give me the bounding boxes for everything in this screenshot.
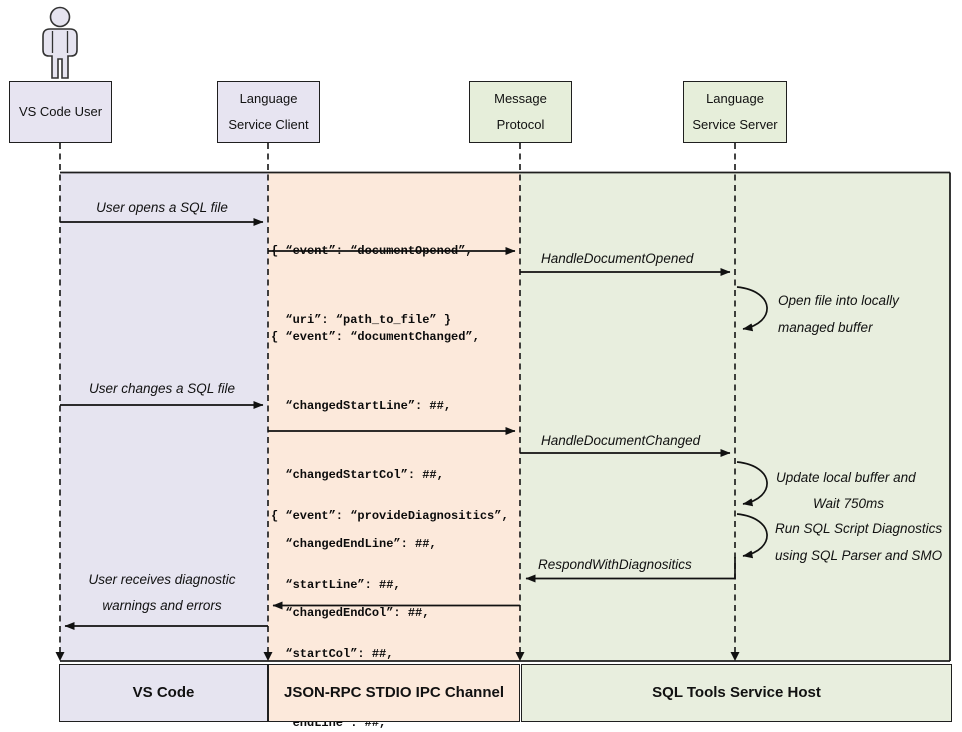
label-handle-document-opened: HandleDocumentOpened	[541, 251, 694, 266]
payload-line: “changedEndCol”: ##,	[271, 606, 430, 620]
actor-box-message-protocol: Message Protocol	[469, 81, 572, 143]
actor-box-language-service-server: Language Service Server	[683, 81, 787, 143]
payload-line: { “event”: “documentOpened”,	[271, 244, 473, 258]
note-open-file-2: managed buffer	[778, 320, 873, 335]
lane-sql-tools-host	[520, 172, 950, 661]
actor-label: Language	[706, 91, 764, 106]
actor-box-vs-code-user: VS Code User	[9, 81, 112, 143]
system-label: SQL Tools Service Host	[652, 684, 821, 701]
system-box-sql-tools-host: SQL Tools Service Host	[521, 664, 952, 722]
user-person-icon	[42, 6, 78, 79]
payload-line: “changedStartCol”: ##,	[271, 468, 444, 482]
note-open-file-1: Open file into locally	[778, 293, 899, 308]
note-run-diagnostics-1: Run SQL Script Diagnostics	[775, 521, 943, 536]
label-user-opens: User opens a SQL file	[96, 200, 228, 215]
actor-label: Service Client	[228, 117, 309, 132]
system-label: VS Code	[132, 684, 195, 701]
note-run-diagnostics-2: using SQL Parser and SMO	[775, 548, 943, 563]
system-box-json-rpc-channel: JSON-RPC STDIO IPC Channel	[268, 664, 520, 722]
system-box-vs-code: VS Code	[59, 664, 268, 722]
actor-box-language-service-client: Language Service Client	[217, 81, 320, 143]
payload-document-opened: { “event”: “documentOpened”, “uri”: “pat…	[271, 194, 473, 378]
note-update-buffer-1: Update local buffer and	[776, 470, 916, 485]
actor-label: VS Code User	[18, 104, 103, 119]
actor-label: Message	[494, 91, 547, 106]
label-user-changes: User changes a SQL file	[88, 381, 236, 396]
label-user-receives-1: User receives diagnostic	[88, 572, 236, 587]
lane-vscode	[60, 172, 268, 661]
payload-line: “startLine”: ##,	[271, 578, 401, 592]
payload-line: “uri”: “path_to_file” }	[271, 313, 452, 327]
actor-label: Language	[239, 91, 298, 106]
payload-line: { “event”: “provideDiagnositics”,	[271, 509, 509, 523]
actor-label: Service Server	[692, 117, 778, 132]
payload-line: { “event”: “documentChanged”,	[271, 330, 480, 344]
payload-line: “startCol”: ##,	[271, 647, 394, 661]
note-update-buffer-2: Wait 750ms	[813, 496, 885, 511]
payload-line: “changedStartLine”: ##,	[271, 399, 452, 413]
label-handle-document-changed: HandleDocumentChanged	[541, 433, 701, 448]
payload-provide-diagnositics: { “event”: “provideDiagnositics”, “start…	[271, 459, 509, 732]
actor-label: Protocol	[496, 117, 545, 132]
payload-line: “changedEndLine”: ##,	[271, 537, 437, 551]
label-respond-with-diagnositics: RespondWithDiagnositics	[538, 557, 692, 572]
system-label: JSON-RPC STDIO IPC Channel	[283, 684, 505, 701]
label-user-receives-2: warnings and errors	[102, 598, 222, 613]
lane-json-rpc-channel	[268, 172, 520, 661]
